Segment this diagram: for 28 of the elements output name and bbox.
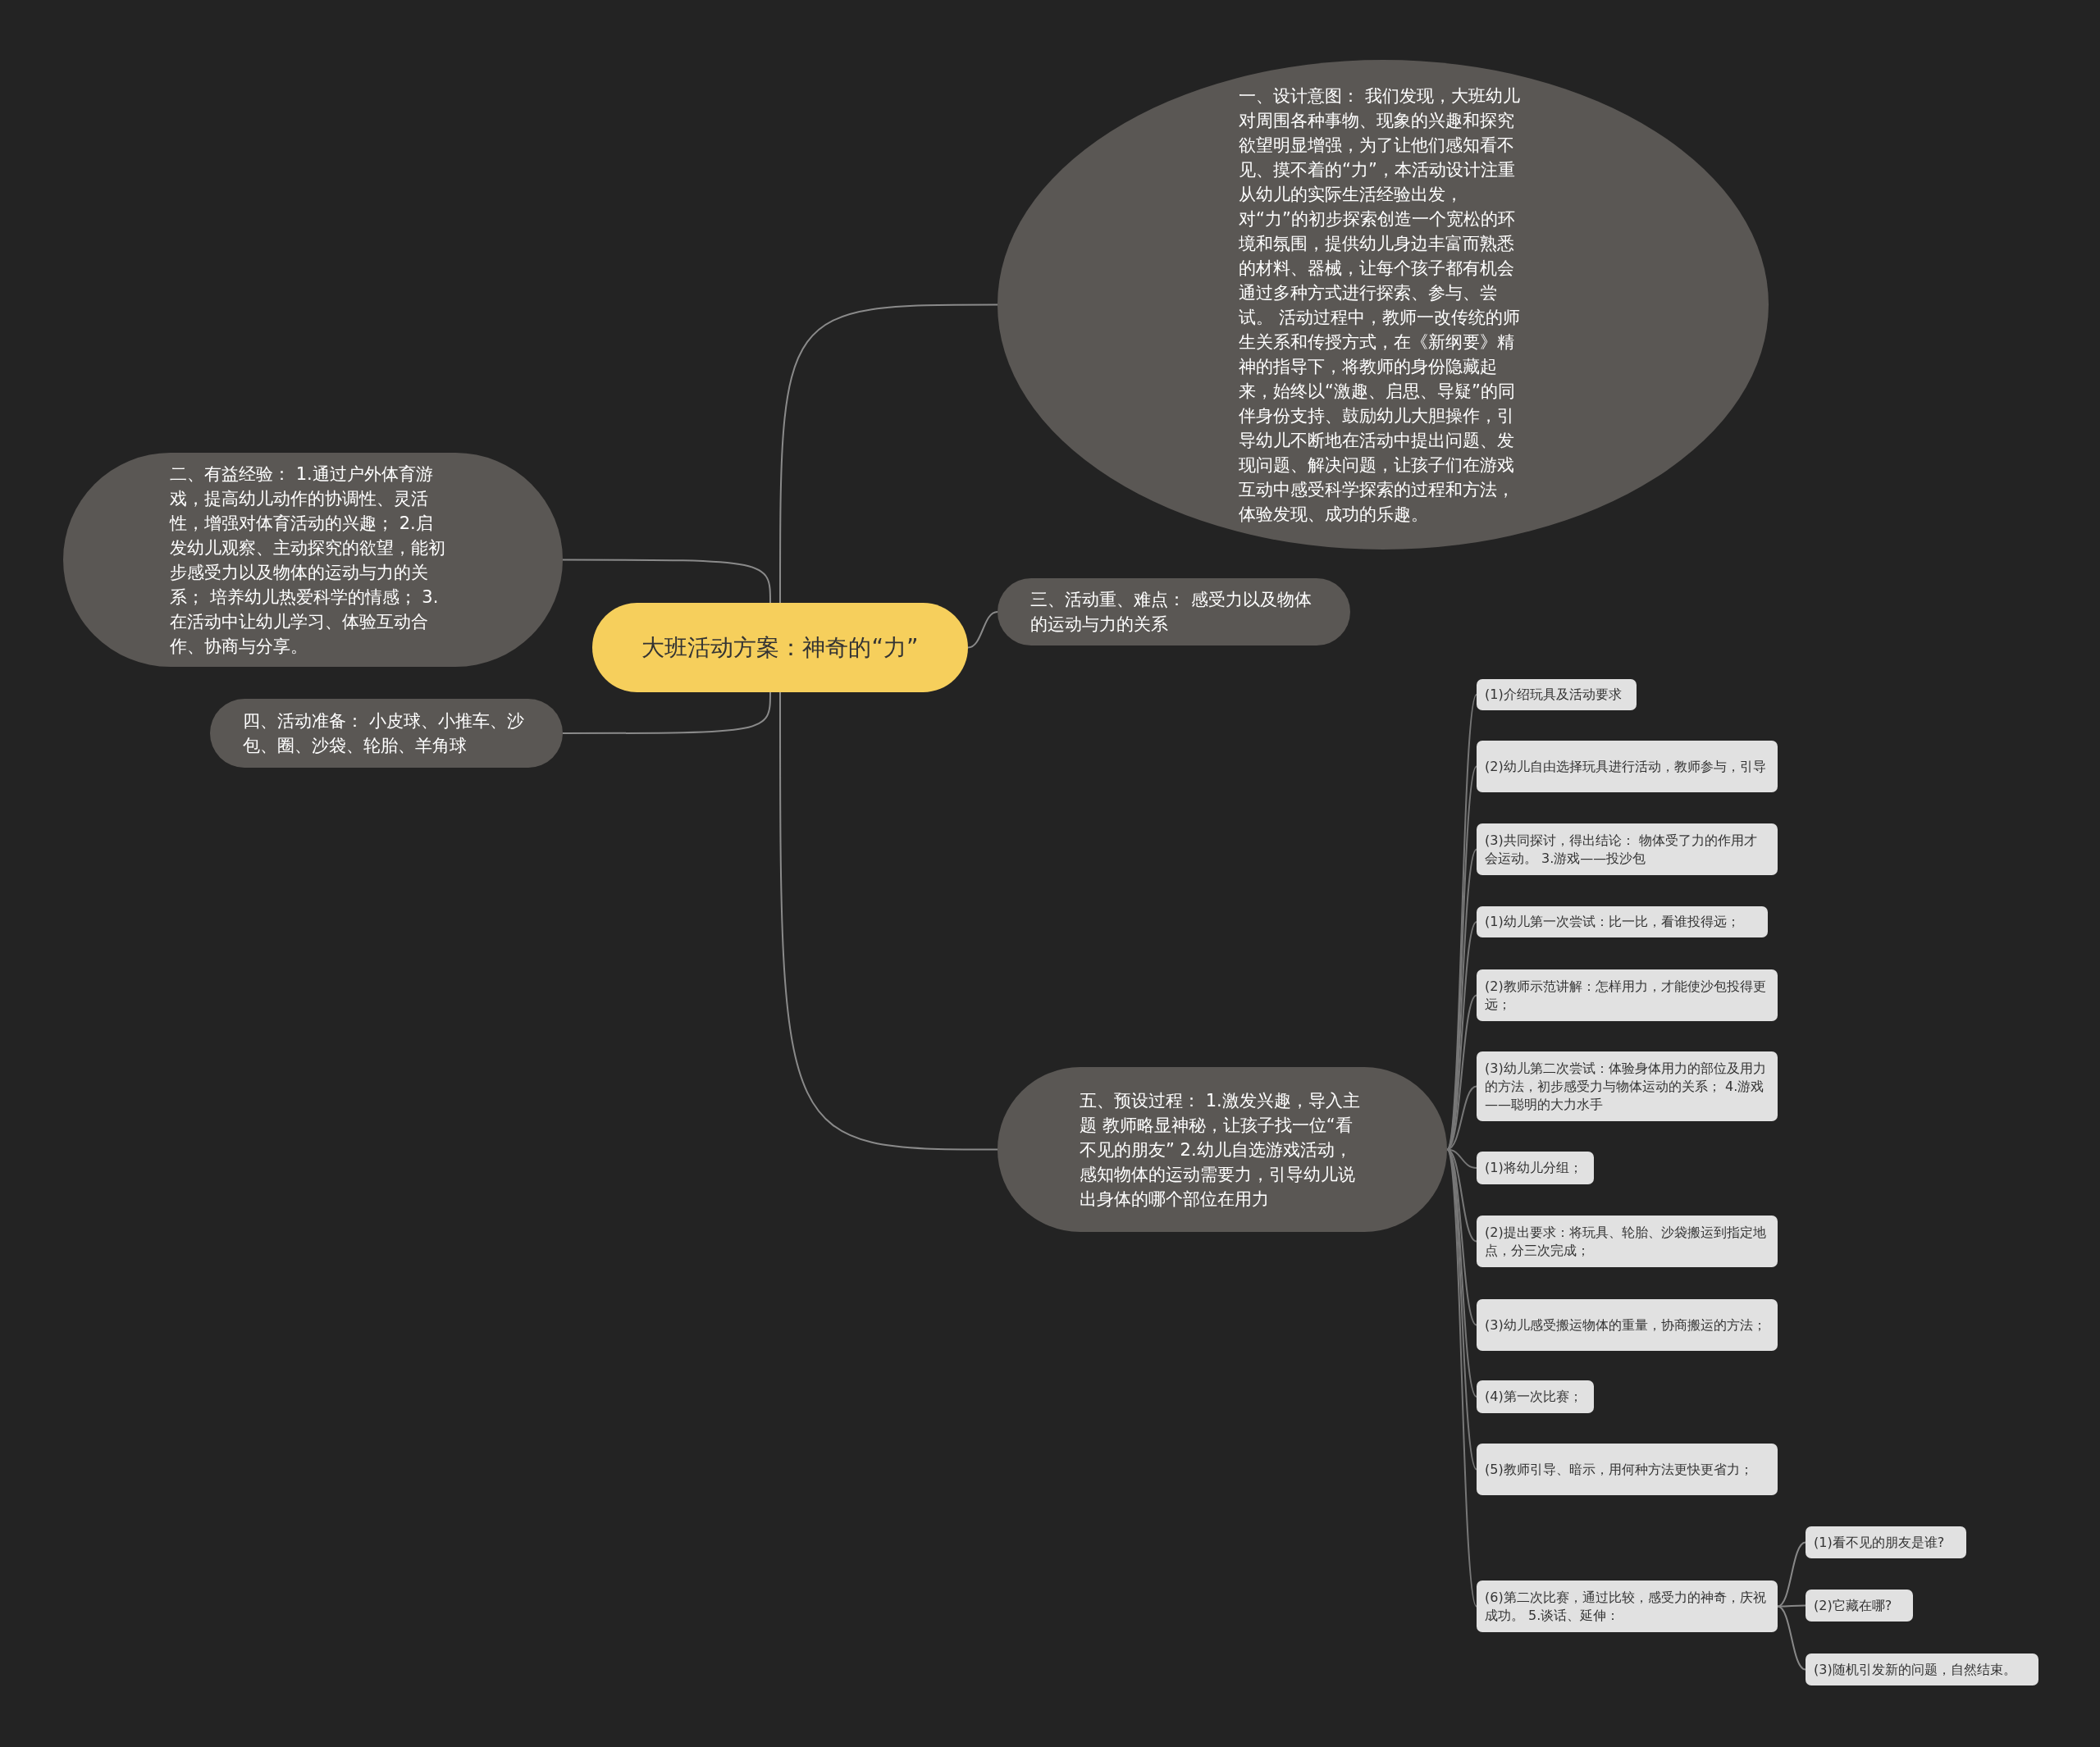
subtopic-box: (1)将幼儿分组； [1477,1152,1594,1184]
connector-line [562,559,771,604]
subtopic-box: (2)教师示范讲解：怎样用力，才能使沙包投得更远； [1477,969,1778,1021]
subtopic-box: (3)随机引发新的问题，自然结束。 [1806,1653,2038,1685]
subtopic-box: (1)幼儿第一次尝试：比一比，看谁投得远； [1477,906,1768,937]
subtopic-box: (3)共同探讨，得出结论： 物体受了力的作用才会运动。 3.游戏——投沙包 [1477,823,1778,875]
subtopic-box: (2)它藏在哪? [1806,1590,1913,1622]
subtopic-box: (2)提出要求：将玩具、轮胎、沙袋搬运到指定地点，分三次完成； [1477,1216,1778,1267]
topic-bubble: 一、设计意图： 我们发现，大班幼儿对周围各种事物、现象的兴趣和探究欲望明显增强，为了让他们感知看不见、摸不着的“力”，本活动设计注重从幼儿的实际生活经验出发，对“力”的初步探索创造一个宽松的环境和氛围，提供幼儿身边丰富而熟悉的材料、器械，让每个孩子都有机会通过多种方式进行探索、参与、尝试。 活动过程中，教师一改传统的师生关系和传授方式，在《新纲要》精神的指导下，将教师的身份隐藏起来，始终以“激趣、启思、导疑”的同伴身份支持、鼓励幼儿大胆操作，引导幼儿不断地在活动中提出问题、发现问题、解决问题，让孩子们在游戏互动中感受科学探索的过程和方法，体验发现、成功的乐趣。 [998,60,1769,550]
subtopic-box: (5)教师引导、暗示，用何种方法更快更省力； [1477,1444,1778,1495]
topic-bubble: 四、活动准备： 小皮球、小推车、沙包、圈、沙袋、轮胎、羊角球 [210,699,563,768]
subtopic-box: (3)幼儿感受搬运物体的重量，协商搬运的方法； [1477,1299,1778,1351]
subtopic-box: (2)幼儿自由选择玩具进行活动，教师参与，引导 [1477,741,1778,792]
topic-bubble: 三、活动重、难点： 感受力以及物体的运动与力的关系 [998,578,1350,645]
subtopic-box: (3)幼儿第二次尝试：体验身体用力的部位及用力的方法，初步感受力与物体运动的关系； 4.游戏——聪明的大力水手 [1477,1051,1778,1121]
topic-bubble: 二、有益经验： 1.通过户外体育游戏，提高幼儿动作的协调性、灵活性，增强对体育活动的兴趣； 2.启发幼儿观察、主动探究的欲望，能初步感受力以及物体的运动与力的关系； 培养幼儿热爱科学的情感； 3.在活动中让幼儿学习、体验互动合作、协商与分享。 [63,453,563,667]
topic-bubble: 五、预设过程： 1.激发兴趣，导入主题 教师略显神秘，让孩子找一位“看不见的朋友” 2.幼儿自选游戏活动，感知物体的运动需要力，引导幼儿说出身体的哪个部位在用力 [998,1067,1447,1232]
connector-line [967,611,998,649]
connector-line [562,691,771,734]
connector-line [779,691,998,1151]
connector-line [779,303,998,604]
subtopic-box: (1)介绍玩具及活动要求 [1477,679,1637,710]
subtopic-box: (1)看不见的朋友是谁? [1806,1526,1966,1558]
subtopic-box: (6)第二次比赛，通过比较，感受力的神奇，庆祝成功。 5.谈话、延伸： [1477,1581,1778,1632]
connector-line [1777,1604,1806,1608]
connector-line [1777,1605,1806,1671]
subtopic-box: (4)第一次比赛； [1477,1380,1594,1413]
central-topic: 大班活动方案：神奇的“力” [592,603,968,692]
